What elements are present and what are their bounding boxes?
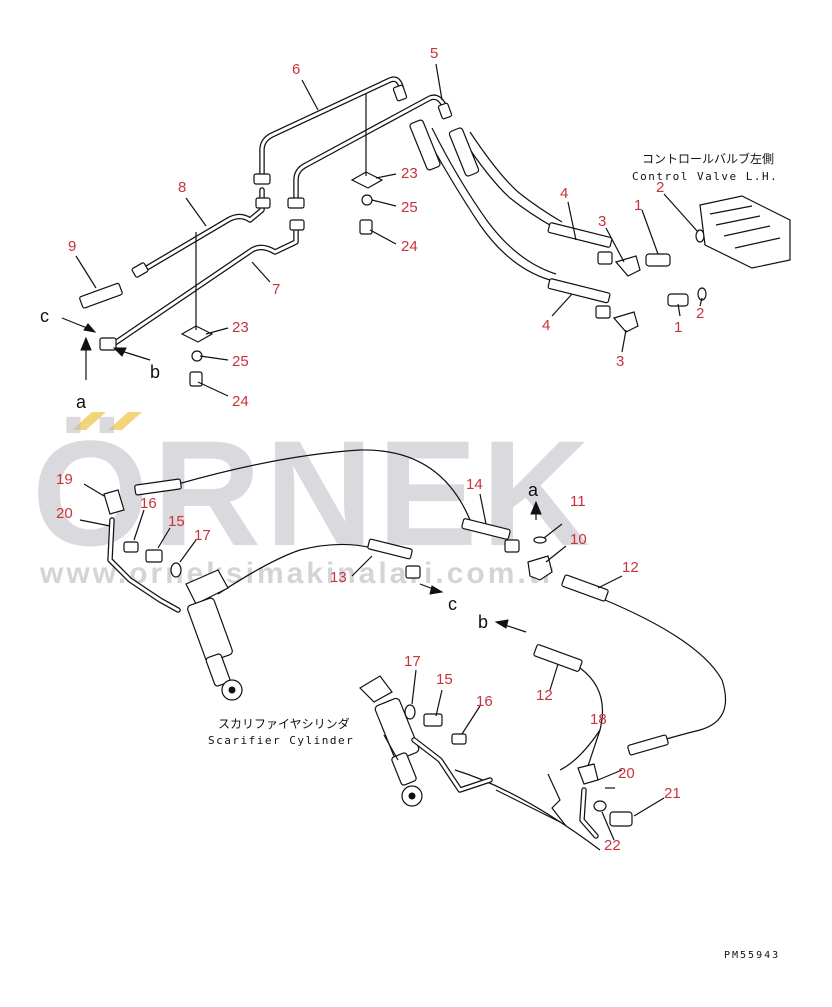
callout-25: 25 [401, 199, 418, 216]
callout-22: 22 [604, 837, 621, 854]
callout-15: 15 [168, 513, 185, 530]
drawing-code: PM55943 [724, 950, 780, 961]
callout-15: 15 [436, 671, 453, 688]
callout-25: 25 [232, 353, 249, 370]
callout-8: 8 [178, 179, 186, 196]
top-leader-lines [75, 63, 703, 397]
scarifier-caption-en: Scarifier Cylinder [208, 734, 354, 747]
callout-18: 18 [590, 711, 607, 728]
arrow-label-b: b [478, 612, 488, 632]
arrow-labels: c b a a c b [40, 306, 539, 632]
callout-5: 5 [430, 45, 438, 62]
control-valve-caption-jp: コントロールバルブ左側 [642, 151, 774, 166]
bottom-leader-lines [79, 483, 665, 841]
callout-3: 3 [598, 213, 606, 230]
callout-2: 2 [696, 305, 704, 322]
arrow-label-c: c [448, 594, 457, 614]
callout-numbers: 6 5 8 23 25 24 9 7 23 25 24 4 3 1 2 4 1 … [56, 45, 704, 854]
arrow-label-b: b [150, 362, 160, 382]
callout-24: 24 [232, 393, 249, 410]
callout-11: 11 [570, 493, 586, 510]
top-pipe-assembly [61, 76, 791, 387]
callout-2: 2 [656, 179, 664, 196]
callout-13: 13 [330, 569, 347, 586]
arrow-label-a: a [76, 392, 87, 412]
callout-20: 20 [618, 765, 635, 782]
callout-4: 4 [542, 317, 550, 334]
arrow-label-c: c [40, 306, 49, 326]
scarifier-caption-jp: スカリファイヤシリンダ [218, 716, 350, 731]
callout-24: 24 [401, 238, 418, 255]
watermark-url: www.orneksimakinalari.com.tr [39, 557, 556, 590]
callout-21: 21 [664, 785, 681, 802]
callout-1: 1 [634, 197, 642, 214]
arrow-label-a: a [528, 480, 539, 500]
callout-20: 20 [56, 505, 73, 522]
control-valve-caption-en: Control Valve L.H. [632, 170, 778, 183]
callout-16: 16 [476, 693, 493, 710]
captions: コントロールバルブ左側 Control Valve L.H. スカリファイヤシリ… [208, 151, 780, 961]
callout-12: 12 [622, 559, 639, 576]
callout-19: 19 [56, 471, 73, 488]
callout-3: 3 [616, 353, 624, 370]
callout-10: 10 [570, 531, 587, 548]
callout-12: 12 [536, 687, 553, 704]
watermark-accent-mark-left [72, 412, 106, 430]
callout-4: 4 [560, 185, 568, 202]
callout-9: 9 [68, 238, 76, 255]
callout-23: 23 [232, 319, 249, 336]
callout-17: 17 [194, 527, 211, 544]
callout-17: 17 [404, 653, 421, 670]
callout-16: 16 [140, 495, 157, 512]
callout-23: 23 [401, 165, 418, 182]
callout-14: 14 [466, 476, 483, 493]
watermark-accent-mark-right [108, 412, 142, 430]
callout-1: 1 [674, 319, 682, 336]
callout-6: 6 [292, 61, 300, 78]
callout-7: 7 [272, 281, 280, 298]
